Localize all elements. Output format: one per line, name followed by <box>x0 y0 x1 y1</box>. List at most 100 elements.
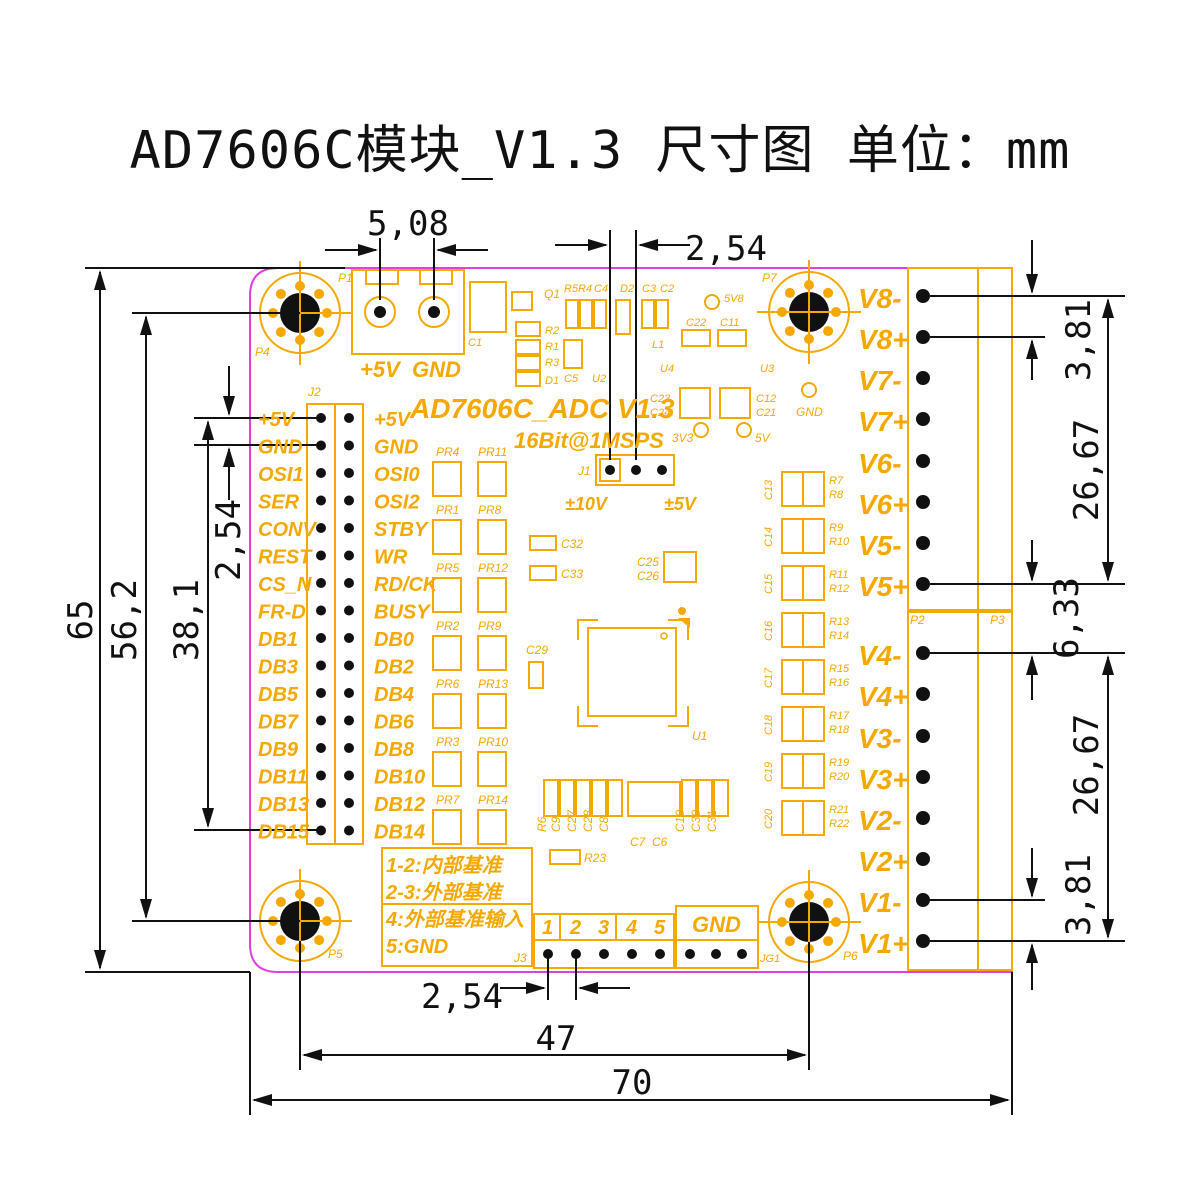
rc-cap-label: C19 <box>763 762 775 782</box>
j2-left-label: SER <box>258 492 300 514</box>
header-jg1-outline <box>675 905 759 969</box>
via-dot <box>823 936 834 947</box>
test-pad-5v8 <box>704 294 720 310</box>
rc-r2-label: R10 <box>829 536 850 548</box>
j2-right-label: BUSY <box>374 602 431 624</box>
diode-d2 <box>615 299 631 335</box>
j2-left-label: FR-D <box>258 602 306 624</box>
refdes-r5: R5 <box>564 283 579 295</box>
board-subtitle: 16Bit@1MSPS <box>514 428 664 453</box>
test-pad-3v3 <box>693 422 709 438</box>
jumper-note-box <box>381 847 533 967</box>
header-pin <box>316 523 326 533</box>
jg1-gnd-label: GND <box>692 912 741 937</box>
j2-right-label: OSI2 <box>374 492 420 514</box>
refdes-p1: P1 <box>338 271 353 285</box>
header-pin <box>316 633 326 643</box>
j2-right-label: DB0 <box>374 629 414 651</box>
j2-left-label: GND <box>258 437 302 459</box>
refdes-jg1: JG1 <box>759 953 780 965</box>
dim-label-65: 65 <box>61 600 101 641</box>
dim-label-2-54-j2: 2,54 <box>209 499 249 581</box>
via-dot <box>314 288 325 299</box>
rc-cap-label: C18 <box>763 714 775 735</box>
refdes-r1: R1 <box>545 341 559 353</box>
refdes-j2: J2 <box>307 385 321 399</box>
j2-right-label: OSI0 <box>374 464 420 486</box>
refdes-u4: U4 <box>660 363 674 375</box>
refdes-c6: C6 <box>652 835 668 849</box>
rc-r1-label: R19 <box>829 757 849 769</box>
terminal-label: V4- <box>858 640 902 671</box>
terminal-pin <box>916 577 930 591</box>
resistor-r23 <box>549 849 581 865</box>
resistor <box>565 299 579 329</box>
terminal-pin <box>916 646 930 660</box>
terminal-label: V4+ <box>858 681 909 712</box>
chip-pin1-mark <box>660 632 668 640</box>
resistor-pr <box>432 635 462 671</box>
terminal-label: V5- <box>858 530 902 561</box>
via-dot <box>275 896 286 907</box>
hole-label: P6 <box>843 949 858 963</box>
header-pin <box>344 660 354 671</box>
header-pin <box>344 715 354 726</box>
header-pin <box>344 468 354 478</box>
chip-orientation-dot <box>678 607 686 615</box>
terminal-label: V7+ <box>858 406 909 437</box>
capacitor <box>655 299 669 329</box>
j2-left-label: DB9 <box>258 739 299 761</box>
terminal-pin <box>916 770 930 784</box>
header-pin <box>316 798 326 808</box>
pr-label: PR7 <box>436 793 461 807</box>
refdes-r23: R23 <box>584 851 606 865</box>
resistor-pr <box>477 635 507 671</box>
rc-r2-label: R22 <box>829 818 849 830</box>
pad-label-gnd: GND <box>796 405 823 419</box>
refdes-c21: C21 <box>756 407 776 419</box>
capacitor-c32 <box>529 535 557 551</box>
cap-label: C28 <box>581 810 595 832</box>
rc-cap-label: C17 <box>763 667 775 688</box>
resistor-pr <box>477 461 507 497</box>
refdes-c1: C1 <box>468 337 482 349</box>
power-terminal-body <box>351 269 465 355</box>
header-pin <box>316 550 326 561</box>
via-dot <box>275 288 286 299</box>
dim-label-56-2: 56,2 <box>105 579 145 661</box>
capacitor-c1 <box>469 281 507 333</box>
header-pin <box>344 688 354 698</box>
terminal-label: V8+ <box>858 324 909 355</box>
pad-label-5v: 5V <box>755 431 771 445</box>
terminal-pin <box>916 495 930 509</box>
refdes-r4: R4 <box>578 283 592 295</box>
capacitor-bank <box>681 779 697 817</box>
rc-r1-label: R7 <box>829 475 844 487</box>
capacitor-c33 <box>529 565 557 581</box>
resistor-pr <box>432 577 462 613</box>
jumper-j1-pin <box>605 465 615 475</box>
terminal-pin <box>916 536 930 550</box>
pr-label: PR14 <box>478 793 508 807</box>
jumper-note-line: 1-2:内部基准 <box>386 854 505 877</box>
resistor-pr <box>432 809 462 845</box>
capacitor-bank <box>713 779 729 817</box>
via-dot <box>784 897 795 908</box>
rc-r2-label: R18 <box>829 724 850 736</box>
refdes-q1: Q1 <box>544 287 560 301</box>
header-pin <box>316 660 326 671</box>
terminal-label: V1+ <box>858 928 909 959</box>
pr-label: PR1 <box>436 503 459 517</box>
resistor-pr <box>477 577 507 613</box>
pr-label: PR4 <box>436 445 460 459</box>
rc-r1-label: R21 <box>829 804 849 816</box>
rc-r1-label: R11 <box>829 569 848 581</box>
cap-label: C27 <box>565 809 579 832</box>
rc-cap-label: C14 <box>763 527 775 547</box>
pr-label: PR10 <box>478 735 508 749</box>
resistor-pr <box>477 519 507 555</box>
terminal-label: V6+ <box>858 489 909 520</box>
hole-label: P7 <box>762 271 778 285</box>
resistor-pr <box>477 693 507 729</box>
dim-label-47: 47 <box>536 1019 577 1059</box>
